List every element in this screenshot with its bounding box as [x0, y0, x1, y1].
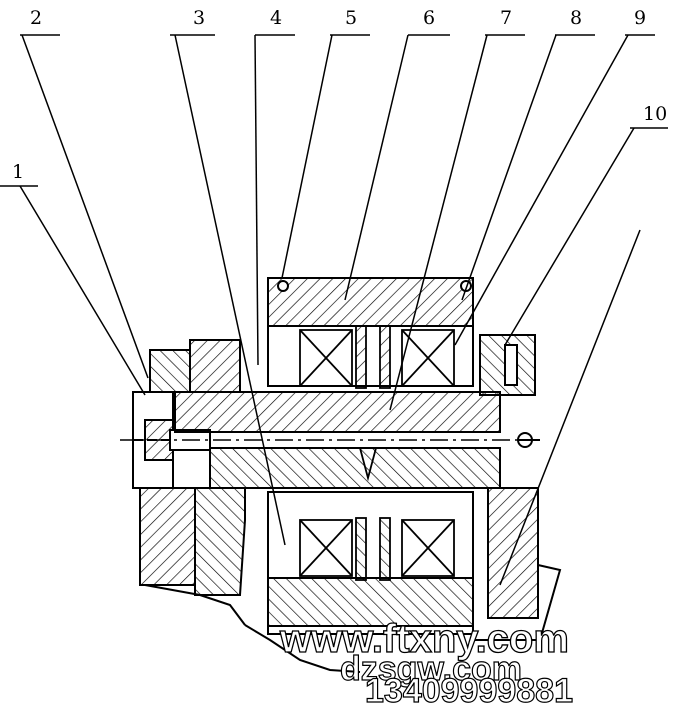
part-label-6: 6 — [423, 7, 435, 29]
watermark-url: www.ftxny.com — [279, 617, 569, 661]
part-label-2: 2 — [30, 7, 42, 29]
part-label-4: 4 — [270, 7, 282, 29]
main-shaft — [120, 391, 540, 489]
part-label-10: 10 — [643, 103, 667, 125]
watermark-domain: dzsgw.com — [340, 650, 522, 688]
part-label-3: 3 — [193, 7, 205, 29]
part-number-labels: 1 2 3 4 5 6 7 8 9 10 — [12, 7, 667, 183]
part-label-1: 1 — [12, 161, 24, 183]
bottom-outline — [244, 624, 474, 673]
leader-lines — [0, 34, 668, 586]
housing-left — [139, 339, 246, 626]
part-label-5: 5 — [345, 7, 357, 29]
part-label-9: 9 — [634, 7, 646, 29]
part-label-8: 8 — [570, 7, 582, 29]
watermark: www.ftxny.com dzsgw.com 13409999881 — [278, 616, 573, 708]
part-label-7: 7 — [500, 7, 512, 29]
gear-ring — [267, 277, 474, 627]
bearings — [299, 325, 455, 581]
watermark-phone: 13409999881 — [365, 672, 573, 708]
